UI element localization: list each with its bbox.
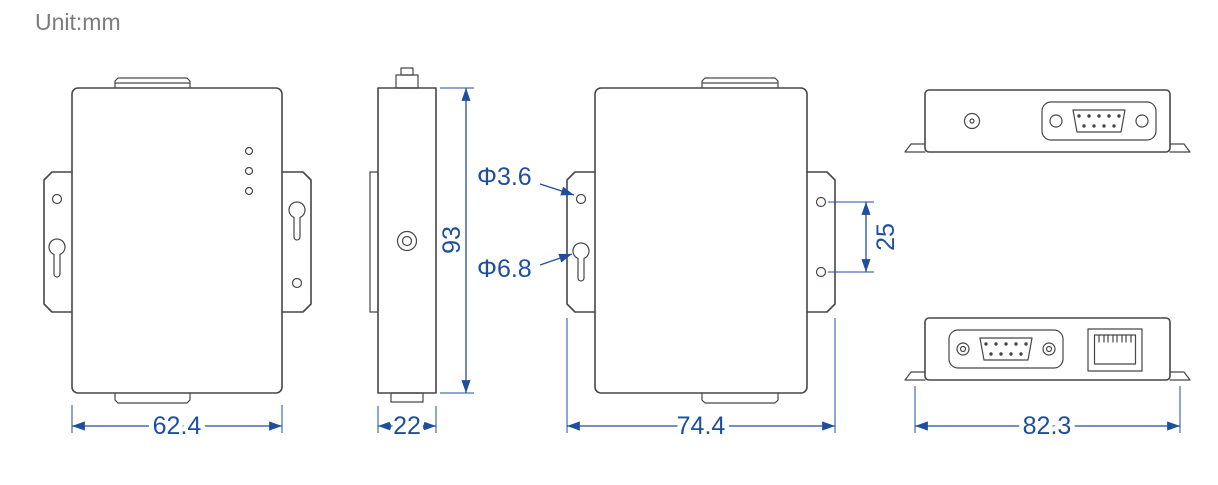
mount-hole-small [575,193,587,205]
mount-keyhole [48,238,66,278]
db9-screw-center [1045,345,1053,353]
db9-pins [984,342,1028,356]
mount-hole [815,266,827,278]
front-bottom-connector [114,392,191,404]
side-top-connector [395,74,419,89]
side-view [369,67,437,403]
side-top-connector-cap [400,67,414,76]
power-jack-pin [969,118,975,124]
rear-panel-outline [924,89,1171,153]
back-left-mount-ear [566,171,596,313]
db9-screw-post [1135,114,1149,128]
back-body [594,87,808,394]
front-view [43,77,312,404]
left-mount-foot [904,143,926,153]
side-bottom-connector [390,392,424,403]
rj45-inner [1093,334,1137,365]
right-mount-foot [1169,143,1191,153]
hole-small-callout: Φ3.6 [477,163,575,196]
front-body [71,87,283,394]
hole-large-label: Φ6.8 [477,255,532,283]
panel-width-dimension: 82.3 [914,386,1181,445]
side-mount-flange [369,171,379,313]
back-top-connector [701,77,779,89]
side-screw-outer [396,230,418,252]
rj45-outline [1087,328,1143,372]
leader-line [539,253,573,266]
leader-line [539,183,575,196]
back-bottom-connector [701,392,779,404]
db9-bezel [948,329,1064,369]
led-dot [244,146,254,156]
unit-label: Unit:mm [35,9,121,35]
panel-width-label: 82.3 [1023,412,1072,440]
height-label: 93 [438,226,466,254]
mount-keyhole [288,201,306,241]
front-width-dimension: 62.4 [71,405,283,445]
front-left-mount-ear [43,171,73,313]
front-panel-outline [924,317,1171,381]
mount-hole [815,196,827,208]
rear-panel-view [904,89,1191,153]
side-body [377,87,437,394]
led-indicators [244,146,254,196]
side-depth-dimension: 22 [377,406,437,445]
hole-spacing-dimension: 25 [828,201,900,273]
mount-hole [51,193,63,205]
mount-keyhole [572,242,590,282]
db9-screw-post [956,342,970,356]
back-right-mount-ear [806,171,836,313]
db9-screw-post [1049,114,1063,128]
power-jack [963,112,981,130]
db9-screw-post [1042,342,1056,356]
db9-pins [1077,114,1121,128]
hole-large-callout: Φ6.8 [477,253,573,283]
front-right-mount-ear [281,171,312,313]
db9-connector [948,329,1064,369]
hole-small-label: Φ3.6 [477,163,532,191]
back-width-dimension: 74.4 [566,318,836,445]
hole-spacing-label: 25 [872,223,900,251]
db9-screw-center [959,345,967,353]
left-mount-foot [904,371,926,381]
db9-bezel [1041,101,1157,141]
led-dot [244,166,254,176]
front-panel-view [904,317,1191,381]
right-mount-foot [1169,371,1191,381]
db9-connector [1041,101,1157,141]
led-dot [244,186,254,196]
rj45-port [1087,328,1143,372]
back-width-label: 74.4 [677,412,726,440]
side-screw-inner [401,235,413,247]
mount-hole [291,277,303,289]
side-depth-label: 22 [393,412,421,440]
rj45-pins [1098,334,1132,343]
back-view [566,77,836,404]
front-top-connector [114,77,191,89]
height-dimension: 93 [438,87,474,394]
db9-shell [1072,109,1126,133]
db9-shell [979,337,1033,361]
front-width-label: 62.4 [153,412,202,440]
